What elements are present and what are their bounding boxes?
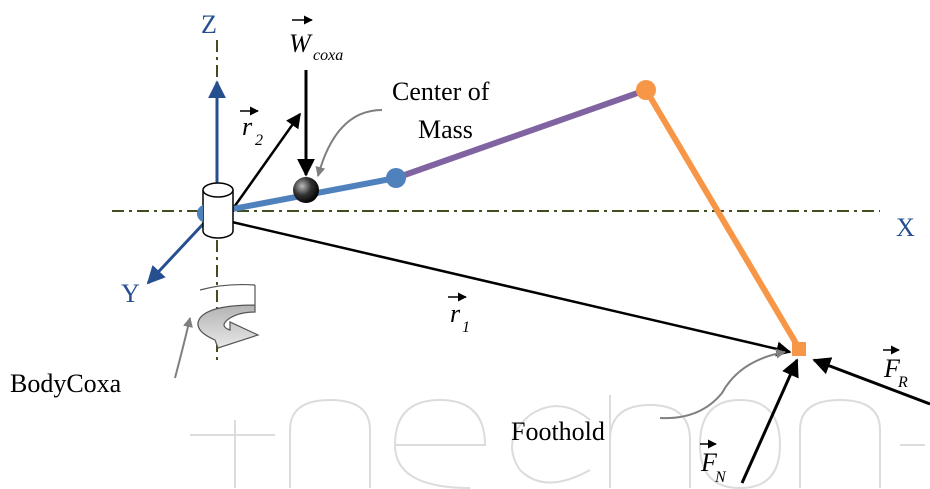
r2-vector xyxy=(230,112,302,211)
center-of-mass-ball xyxy=(293,177,319,203)
x-axis-label: X xyxy=(896,213,915,242)
z-axis-label: Z xyxy=(201,10,217,39)
center-of-mass-label-line1: Center of xyxy=(392,77,490,106)
tibia-segment xyxy=(643,88,803,352)
svg-text:r: r xyxy=(242,112,253,141)
svg-text:W: W xyxy=(289,29,313,58)
f-n-label: F N xyxy=(700,439,727,486)
body-coxa-label: BodyCoxa xyxy=(10,369,122,398)
svg-text:1: 1 xyxy=(462,319,470,336)
svg-text:F: F xyxy=(883,354,901,383)
r1-vector xyxy=(231,220,792,357)
svg-text:coxa: coxa xyxy=(313,47,343,64)
w-coxa-label: W coxa xyxy=(289,15,343,64)
svg-text:R: R xyxy=(897,374,908,391)
foothold-label: Foothold xyxy=(511,417,605,446)
f-r-label: F R xyxy=(883,345,908,391)
r2-label: r 2 xyxy=(240,106,263,149)
center-of-mass-leader xyxy=(315,109,383,177)
center-of-mass-label-line2: Mass xyxy=(418,115,473,144)
body-coxa-leader xyxy=(174,317,193,379)
coxa-femur-joint xyxy=(386,168,406,188)
femur-segment xyxy=(395,87,647,181)
femur-tibia-joint xyxy=(636,80,656,100)
f-r-vector xyxy=(812,357,930,406)
svg-text:N: N xyxy=(714,469,727,486)
svg-text:F: F xyxy=(700,448,718,477)
y-axis-label: Y xyxy=(121,279,140,308)
y-axis-arrow xyxy=(146,220,207,285)
svg-text:r: r xyxy=(450,299,461,328)
body-coxa-joint xyxy=(196,182,234,239)
watermark xyxy=(190,395,925,489)
foothold-leader xyxy=(659,348,786,420)
foothold-point xyxy=(792,342,806,356)
r1-label: r 1 xyxy=(448,292,470,336)
rotation-arrow-icon xyxy=(197,283,260,349)
svg-text:2: 2 xyxy=(255,132,263,149)
f-n-vector xyxy=(740,358,799,484)
